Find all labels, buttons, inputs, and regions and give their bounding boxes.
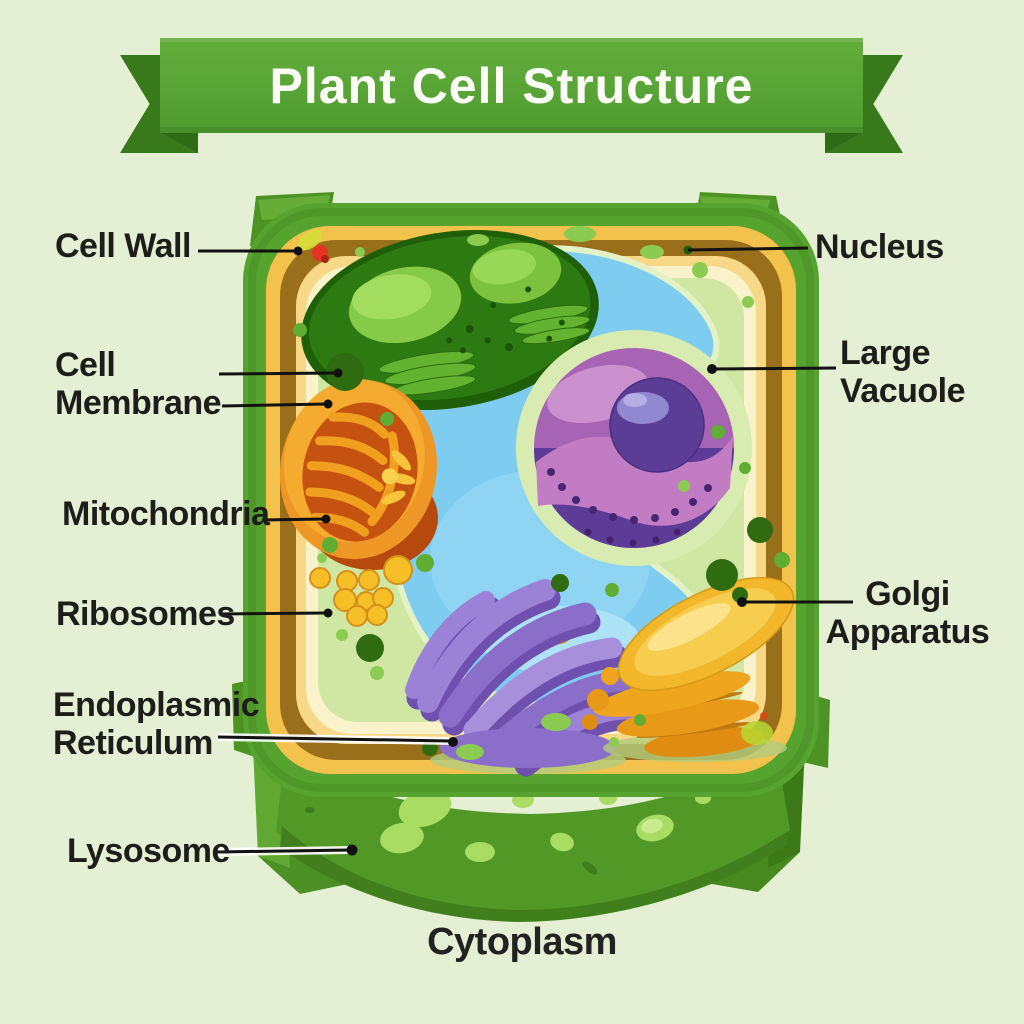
cytoplasm-granules [293,226,790,760]
label-ribosomes: Ribosomes [56,595,235,633]
label-endoplasmic-reticulum: Endoplasmic Reticulum [53,686,260,762]
leader-endoplasmic-reticulum [217,733,458,747]
label-large-vacuole: Large Vacuole [840,334,966,410]
leader-nucleus [683,245,809,255]
leader-cell-membrane-2 [221,399,333,409]
leader-lines [198,245,853,856]
golgi-apparatus-shape [582,576,795,762]
label-cytoplasm: Cytoplasm [427,921,617,963]
leader-cell-wall [198,246,303,256]
label-lysosome: Lysosome [67,832,230,870]
diagram-title: Plant Cell Structure [269,57,754,114]
title-banner: Plant Cell Structure [160,38,863,133]
label-golgi-apparatus: Golgi Apparatus [825,575,990,651]
label-nucleus: Nucleus [815,228,944,266]
endoplasmic-reticulum-shape [405,579,650,777]
leader-golgi-apparatus [737,597,853,607]
nucleus-shape [516,330,752,566]
chloroplast [301,229,599,411]
leader-cell-membrane-1 [218,368,343,378]
label-mitochondria: Mitochondria [62,495,270,533]
label-cell-membrane: Cell Membrane [55,346,222,422]
leader-lysosome [216,844,358,856]
mitochondria-shape [279,379,438,570]
leader-mitochondria [261,514,331,524]
leader-ribosomes [220,608,333,618]
cell-wall-spot [297,229,329,263]
leader-large-vacuole [707,364,837,374]
label-cell-wall: Cell Wall [55,227,191,265]
